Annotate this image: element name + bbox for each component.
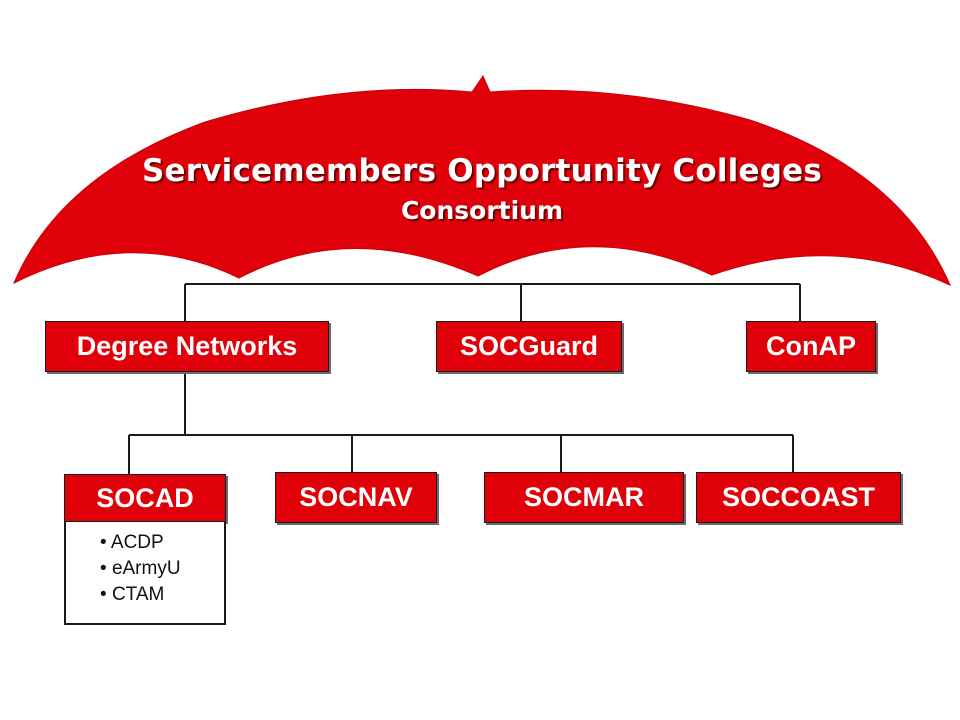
- node-conap: ConAP: [746, 321, 876, 372]
- node-socad: SOCAD: [64, 474, 226, 522]
- umbrella-subtitle: Consortium: [400, 196, 564, 225]
- node-socnav: SOCNAV: [275, 472, 437, 523]
- node-socguard: SOCGuard: [436, 321, 622, 372]
- node-socmar: SOCMAR: [484, 472, 684, 523]
- program-item-earmyu: eArmyU: [100, 556, 224, 582]
- node-soccoast: SOCCOAST: [696, 472, 901, 523]
- program-item-ctam: CTAM: [100, 582, 224, 608]
- program-item-acdp: ACDP: [100, 530, 224, 556]
- socad-programs-list: ACDP eArmyU CTAM: [64, 522, 226, 625]
- umbrella-title: Servicemembers Opportunity Colleges: [142, 153, 822, 189]
- node-degree-networks: Degree Networks: [45, 321, 329, 372]
- umbrella-canopy: [13, 74, 951, 287]
- connectors: [128, 283, 801, 475]
